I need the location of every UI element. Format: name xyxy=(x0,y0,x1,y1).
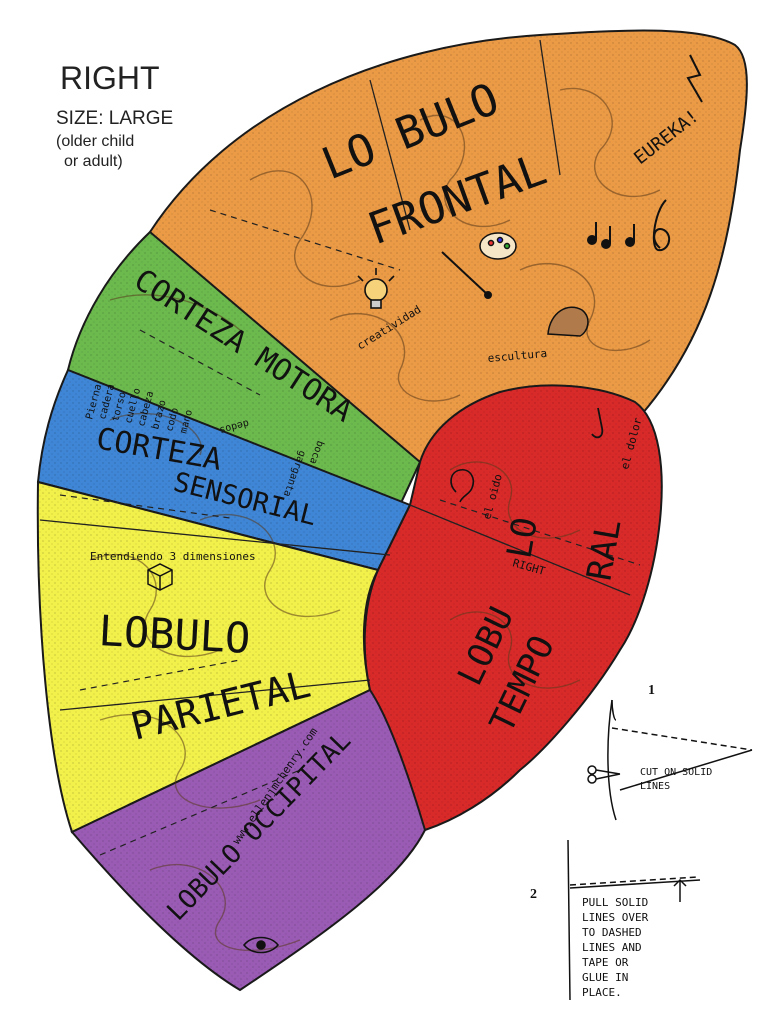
step1-text-line2: LINES xyxy=(640,781,670,792)
pain-hook-icon xyxy=(591,407,604,439)
size-label: SIZE: LARGE xyxy=(56,108,174,129)
step2-line: TAPE OR xyxy=(582,956,629,969)
sculpture-icon xyxy=(547,306,589,337)
paintbrush-icon xyxy=(441,251,492,299)
brain-folds xyxy=(89,87,661,952)
parietal-word1: LOBULO xyxy=(97,606,251,663)
step2-line: PLACE. xyxy=(582,986,622,999)
audience-note-line1: (older child xyxy=(56,133,135,150)
step2-line: TO DASHED xyxy=(582,926,642,939)
palette-icon xyxy=(479,232,517,260)
step2-text: PULL SOLID LINES OVER TO DASHED LINES AN… xyxy=(582,896,649,999)
escultura-label: escultura xyxy=(487,347,548,365)
temporal-lo: LO xyxy=(499,514,546,561)
dashed-fold-lines xyxy=(59,209,641,856)
step2-number: 2 xyxy=(530,887,537,902)
lightbulb-icon xyxy=(357,268,395,309)
step1-number: 1 xyxy=(648,683,655,698)
step2-diagram xyxy=(567,839,701,1001)
cube-icon xyxy=(147,563,173,591)
page-title: RIGHT xyxy=(60,60,160,96)
music-notes-icon xyxy=(587,222,635,249)
scissors-icon xyxy=(587,765,621,784)
step1-text-line1: CUT ON SOLID xyxy=(640,767,712,778)
step2-line: LINES OVER xyxy=(582,911,649,924)
solid-cut-lines xyxy=(39,39,631,711)
lightning-icon xyxy=(686,54,703,103)
audience-note-line2: or adult) xyxy=(64,153,123,170)
parietal-note: Entendiendo 3 dimensiones xyxy=(90,550,256,563)
step2-line: LINES AND xyxy=(582,941,642,954)
ear-icon xyxy=(450,468,475,503)
eye-icon xyxy=(242,936,280,954)
step2-line: PULL SOLID xyxy=(582,896,648,909)
step2-line: GLUE IN xyxy=(582,971,628,984)
step1-diagram xyxy=(607,699,753,821)
treble-clef-icon xyxy=(652,199,671,252)
